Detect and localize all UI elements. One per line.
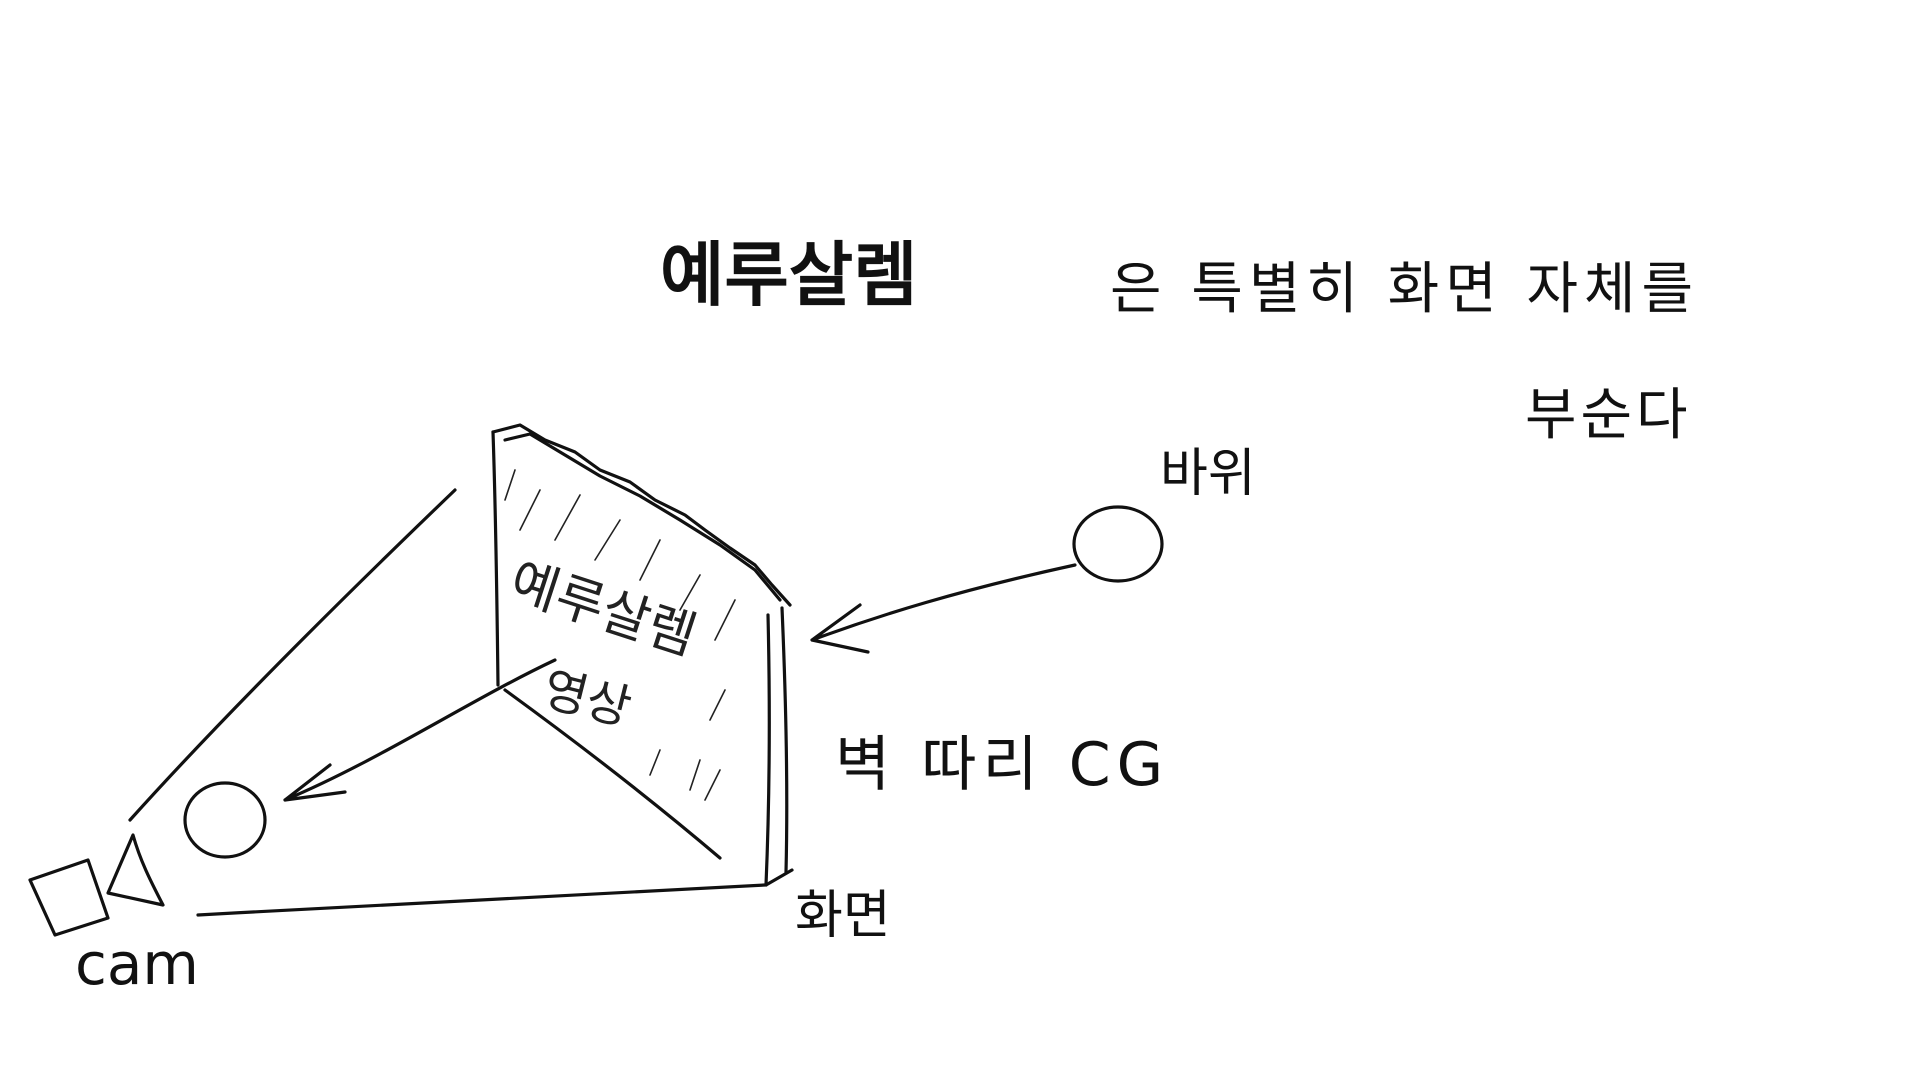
- rock-circle: [1072, 505, 1164, 583]
- camera-icon: [28, 833, 165, 937]
- cam-label: cam: [75, 930, 199, 998]
- screen-label: 화면: [795, 886, 891, 946]
- screen-right-edge-back: [780, 606, 789, 874]
- projection-arrow: [283, 658, 557, 802]
- screen-left-edge: [491, 430, 500, 687]
- caption-line-2: 부순다: [1525, 383, 1692, 448]
- rock-arrow: [810, 563, 1077, 654]
- camera-frustum-upper-line: [128, 488, 457, 822]
- screen-bottom-edge: [764, 868, 794, 887]
- bridge-cg-label: 벽 따리 CG: [835, 730, 1170, 800]
- screen-right-edge-front: [764, 613, 771, 887]
- screen-panel: [491, 423, 794, 887]
- screen-floor-diagonal: [503, 688, 722, 860]
- screen-shading: [504, 469, 736, 801]
- projected-rock-circle: [183, 781, 267, 859]
- camera-body: [28, 858, 110, 937]
- camera-frustum-lower-line: [196, 883, 767, 917]
- camera-lens: [106, 833, 165, 907]
- caption-line-1: 은 특별히 화면 자체를: [1110, 257, 1700, 322]
- screen-top-edge-inner: [503, 432, 782, 602]
- rock-label: 바위: [1160, 444, 1256, 504]
- screen-top-edge-jagged: [491, 423, 792, 607]
- title-word: 예루살렘: [660, 234, 918, 316]
